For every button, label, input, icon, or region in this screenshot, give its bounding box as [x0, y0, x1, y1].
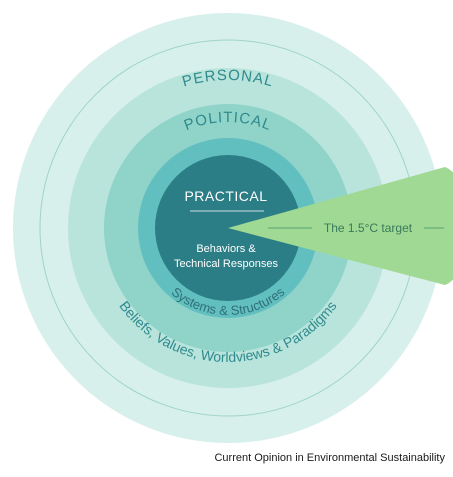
source-credit: Current Opinion in Environmental Sustain… [214, 452, 445, 464]
target-wedge [228, 167, 453, 285]
target-label: The 1.5°C target [324, 221, 413, 235]
behaviors-label: Behaviors & [196, 243, 256, 255]
technical-responses-label: Technical Responses [174, 258, 278, 270]
practical-title: PRACTICAL [184, 188, 267, 204]
